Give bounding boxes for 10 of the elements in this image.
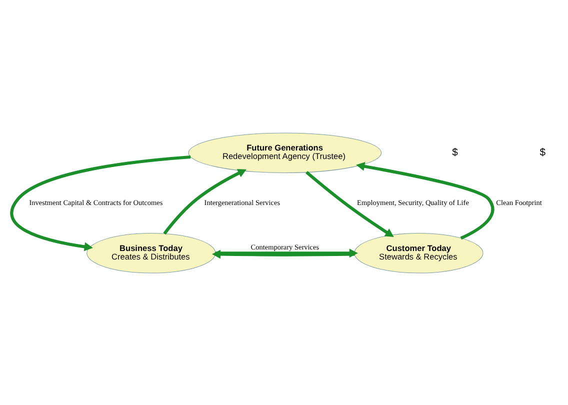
label: $	[452, 146, 458, 158]
node-ellipse: Business Today Creates & Distributes	[86, 232, 216, 273]
arrow	[306, 170, 394, 237]
arrow	[10, 154, 191, 251]
label: $	[540, 146, 546, 158]
arrow	[212, 249, 355, 258]
node-ellipse: Future Generations Redevelopment Agency (Trustee)	[188, 132, 382, 173]
node-ellipse: Customer Today Stewards & Recycles	[354, 232, 484, 273]
arrow	[163, 168, 246, 234]
arrow	[356, 161, 494, 240]
